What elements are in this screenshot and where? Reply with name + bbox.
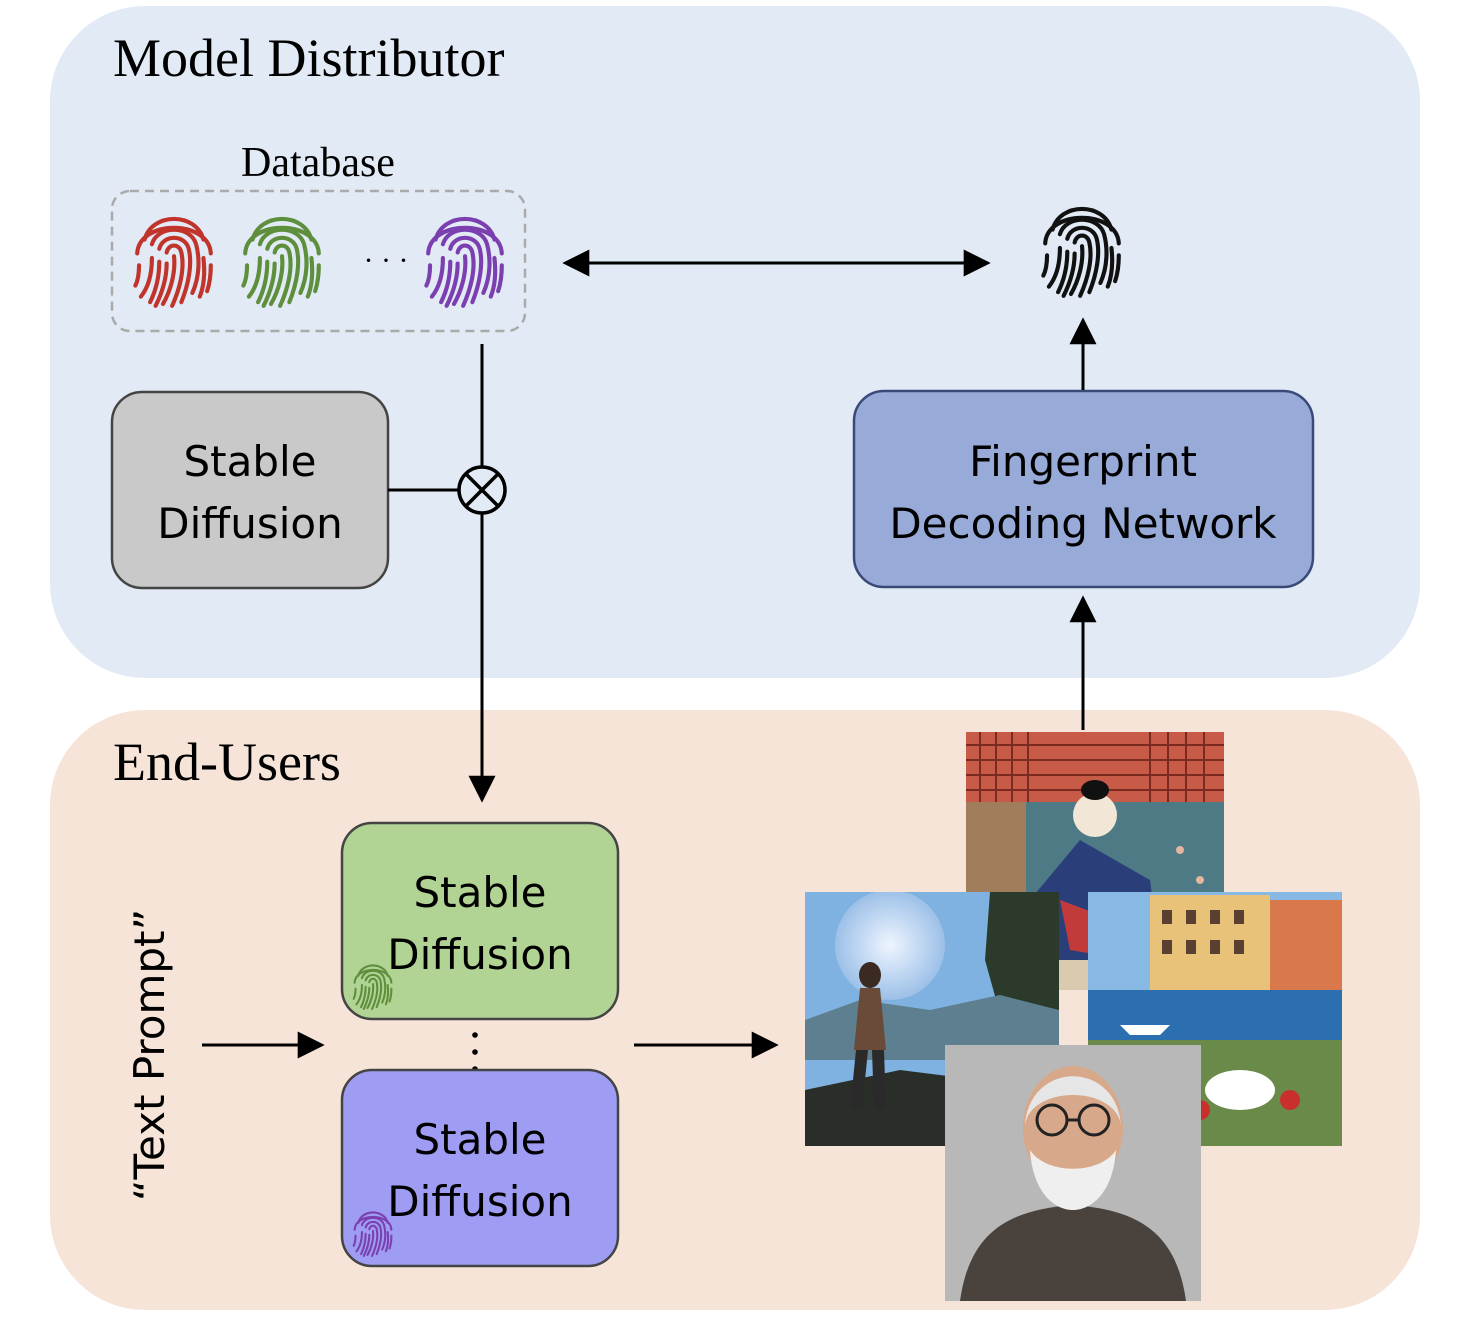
database-ellipsis: · · · (364, 244, 409, 277)
purple-model-label-line1: Stable (413, 1115, 546, 1164)
green-stable-diffusion-block (340, 821, 620, 1021)
base-model-label-line2: Diffusion (157, 499, 342, 548)
database-box (110, 189, 527, 333)
base-model-label-line1: Stable (183, 437, 316, 486)
end-users-title: End-Users (113, 732, 341, 792)
green-model-label-line2: Diffusion (387, 930, 572, 979)
purple-model-label-line2: Diffusion (387, 1177, 572, 1226)
text-prompt-label: “Text Prompt” (125, 909, 174, 1201)
fingerprint-decoding-network-block (852, 389, 1315, 589)
green-model-label-line1: Stable (413, 868, 546, 917)
database-label: Database (241, 140, 395, 186)
base-stable-diffusion-block (110, 390, 390, 590)
decoder-label-line2: Decoding Network (889, 499, 1277, 548)
model-distributor-title: Model Distributor (113, 28, 504, 88)
old-man-portrait-image (945, 1045, 1201, 1301)
purple-stable-diffusion-block (340, 1068, 620, 1268)
multiply-circle-icon (457, 465, 507, 515)
decoder-label-line1: Fingerprint (969, 437, 1197, 486)
